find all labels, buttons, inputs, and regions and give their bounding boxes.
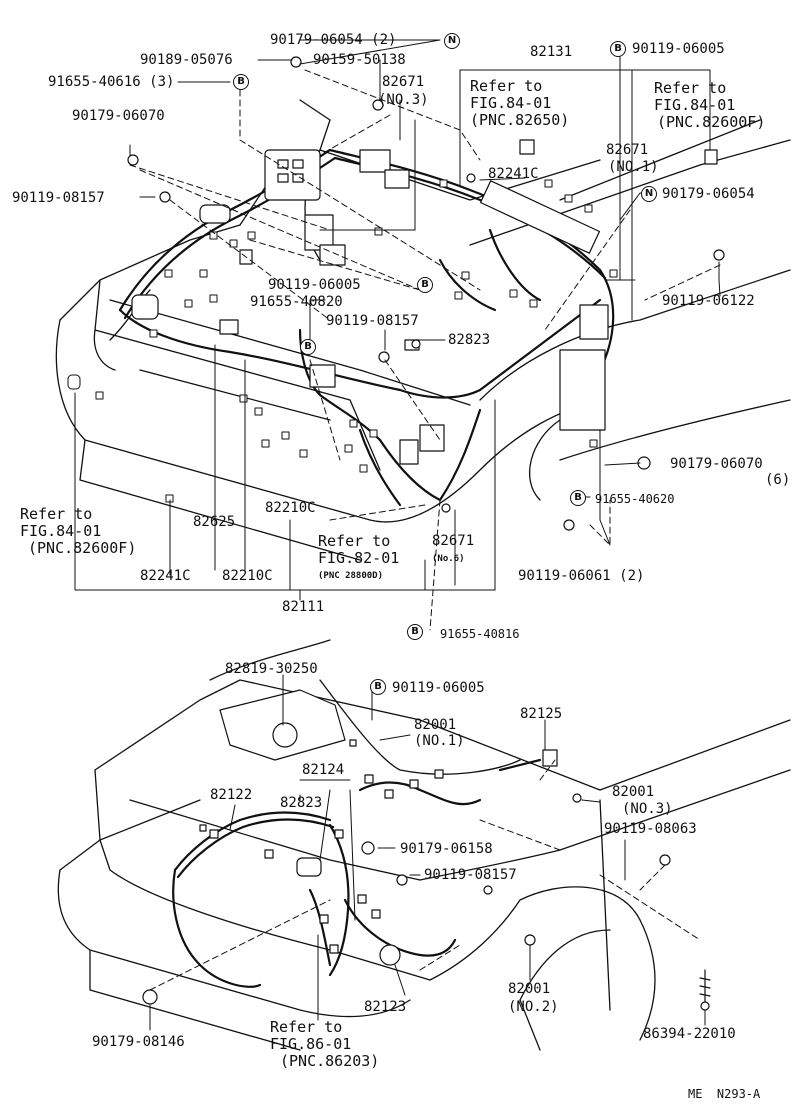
part-82823-top: 82823 [448, 332, 491, 348]
upper-connectors [67, 179, 618, 503]
part-82001-no2-qualifier: (NO.2) [508, 999, 559, 1015]
part-82241c-bottom: 82241C [140, 568, 191, 584]
part-90119-08063: 90119-08063 [604, 821, 697, 837]
part-86394-22010: 86394-22010 [643, 1026, 736, 1042]
ref-fig-84-01-c-line1: Refer to [20, 505, 93, 523]
part-90119-06005-lower: 90119-06005 [392, 680, 485, 696]
part-91655-40616-3: 91655-40616 (3) [48, 74, 175, 90]
part-82671-no6-qualifier: (No.6) [432, 554, 465, 564]
ref-fig-86-01-line1: Refer to [270, 1018, 343, 1036]
part-82671-no3: 82671 [382, 74, 425, 90]
rear-dashed-lines [149, 759, 701, 991]
part-90179-06054-right: 90179-06054 [662, 186, 755, 202]
b-symbol-badge: B [407, 624, 423, 640]
n-symbol-badge: N [641, 186, 657, 202]
ref-fig-84-01-a-line2: FIG.84-01 [470, 94, 552, 112]
part-90119-06122: 90119-06122 [662, 293, 755, 309]
ref-fig-84-01-a-line3: (PNC.82650) [470, 111, 570, 129]
b-symbol-badge: B [570, 490, 586, 506]
part-82241c-top: 82241C [488, 166, 539, 182]
ref-fig-86-01-line2: FIG.86-01 [270, 1035, 352, 1053]
b-symbol-badge: B [233, 74, 249, 90]
part-90119-06061-2: 90119-06061 (2) [518, 568, 645, 584]
part-90179-08146: 90179-08146 [92, 1034, 185, 1050]
part-82671-no3-qualifier: (NO.3) [378, 92, 429, 108]
part-82123: 82123 [364, 999, 407, 1015]
part-82001-no3-qualifier: (NO.3) [622, 801, 673, 817]
ref-fig-84-01-a-line1: Refer to [470, 77, 543, 95]
b-symbol-badge: B [417, 277, 433, 293]
part-91655-40816: 91655-40816 [440, 627, 520, 641]
rear-components [199, 689, 558, 966]
part-82001-no3: 82001 [612, 784, 655, 800]
ref-fig-82-01-line2: FIG.82-01 [318, 549, 400, 567]
ref-fig-84-01-b-line2: FIG.84-01 [654, 96, 736, 114]
part-82001-no1: 82001 [414, 717, 457, 733]
part-82111: 82111 [282, 599, 325, 615]
part-90119-06005-mid: 90119-06005 [268, 277, 361, 293]
part-90189-05076: 90189-05076 [140, 52, 233, 68]
part-82671-no1-qualifier: (NO.1) [608, 159, 659, 175]
part-90159-50138: 90159-50138 [313, 52, 406, 68]
part-82001-no2: 82001 [508, 981, 551, 997]
part-90179-06070-top: 90179-06070 [72, 108, 165, 124]
part-90179-06158: 90179-06158 [400, 841, 493, 857]
part-90119-08157-left: 90119-08157 [12, 190, 105, 206]
part-90179-06070-right-qty: (6) [765, 472, 791, 488]
b-symbol-badge: B [370, 679, 386, 695]
part-90119-08157-lower: 90119-08157 [424, 867, 517, 883]
part-82122: 82122 [210, 787, 253, 803]
ref-fig-84-01-b-line3: (PNC.82600F) [657, 113, 766, 131]
part-82210c-bottom: 82210C [222, 568, 273, 584]
part-82124: 82124 [302, 762, 345, 778]
ref-fig-82-01-line3: (PNC 28800D) [318, 571, 384, 581]
part-91655-40620: 91655-40620 [595, 492, 675, 506]
part-91655-40820: 91655-40820 [250, 294, 343, 310]
b-symbol-badge: B [610, 41, 626, 57]
b-symbol-badge: B [300, 339, 316, 355]
part-82671-no6: 82671 [432, 533, 475, 549]
part-82671-no1: 82671 [606, 142, 649, 158]
ref-fig-84-01-b-line1: Refer to [654, 79, 727, 97]
part-82125: 82125 [520, 706, 563, 722]
upper-dashed-lines [129, 69, 721, 631]
upper-leader-lines [74, 39, 721, 601]
part-82131: 82131 [530, 44, 573, 60]
part-90179-06054-2: 90179-06054 (2) [270, 32, 397, 48]
part-82819-30250: 82819-30250 [225, 661, 318, 677]
part-82210c-mid: 82210C [265, 500, 316, 516]
part-82625: 82625 [193, 514, 236, 530]
rear-leader-lines [149, 674, 706, 1031]
n-symbol-badge: N [444, 33, 460, 49]
part-90119-08157-mid: 90119-08157 [326, 313, 419, 329]
part-82001-no1-qualifier: (NO.1) [414, 733, 465, 749]
ref-fig-82-01-line1: Refer to [318, 532, 391, 550]
ref-fig-86-01-line3: (PNC.86203) [280, 1052, 380, 1070]
part-82823-lower: 82823 [280, 795, 323, 811]
part-90119-06005-top: 90119-06005 [632, 41, 725, 57]
ref-fig-84-01-c-line3: (PNC.82600F) [28, 539, 137, 557]
part-90179-06070-right: 90179-06070 [670, 456, 763, 472]
upper-bolts [127, 56, 725, 531]
ref-fig-84-01-c-line2: FIG.84-01 [20, 522, 102, 540]
rear-body [57, 639, 791, 1051]
upper-components [131, 139, 718, 465]
figure-code: ME N293-A [688, 1087, 761, 1101]
engine-bay-body [55, 99, 791, 561]
